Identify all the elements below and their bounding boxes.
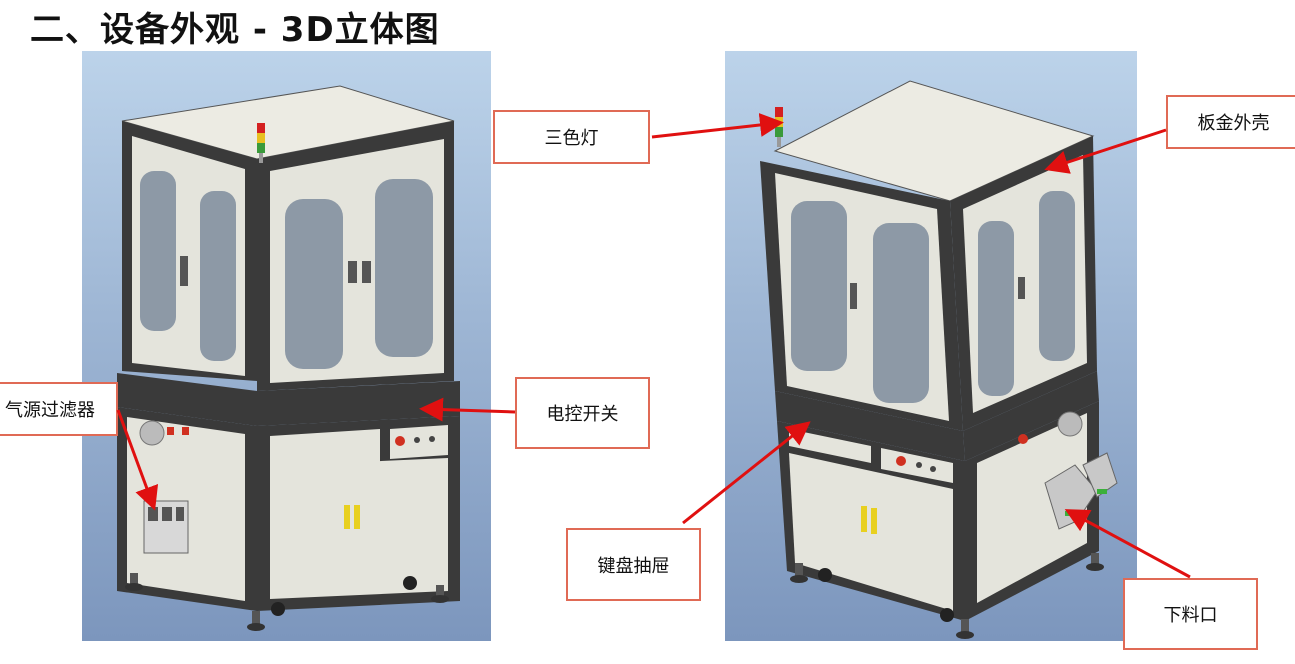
arrow-sheet-metal-shell	[1044, 128, 1167, 174]
callout-sheet-metal-shell: 板金外壳	[1166, 95, 1295, 149]
callout-keyboard-drawer: 键盘抽屉	[566, 528, 701, 601]
arrow-air-source-filter	[116, 409, 159, 511]
arrow-tricolor-light	[651, 113, 784, 139]
page-title: 二、设备外观 - 3D立体图	[30, 10, 440, 50]
machine-view-front-right	[725, 51, 1137, 641]
arrow-discharge-port	[1064, 509, 1191, 579]
callout-discharge-port: 下料口	[1123, 578, 1258, 650]
callout-air-source-filter: 气源过滤器	[0, 382, 118, 436]
arrow-electric-control-switch	[419, 397, 516, 422]
machine-illustration-right	[760, 80, 1118, 639]
callout-tricolor-light: 三色灯	[493, 110, 650, 164]
machine-view-front-left	[82, 51, 491, 641]
callout-electric-control-switch: 电控开关	[515, 377, 650, 449]
machine-illustration-left	[117, 85, 460, 631]
arrow-keyboard-drawer	[682, 421, 811, 525]
